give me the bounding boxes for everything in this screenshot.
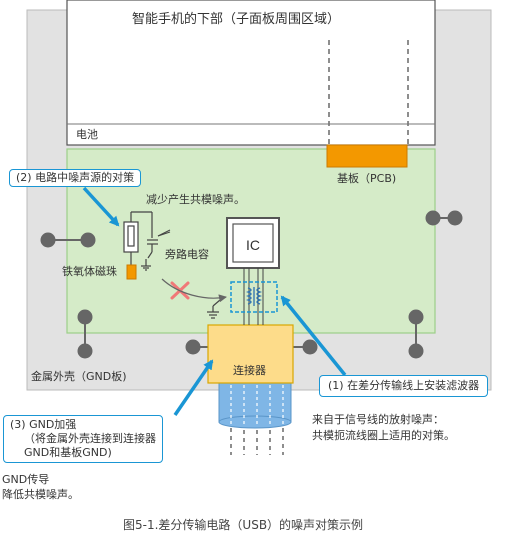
gnd-node	[408, 343, 424, 359]
callout-gnd-line-3: GND和基板GND)	[24, 446, 112, 459]
substrate-tab	[326, 144, 408, 168]
callout-noise-source: (2) 电路中噪声源的对策	[9, 169, 142, 187]
callout-filter-text: (1) 在差分传输线上安装滤波器	[328, 379, 480, 392]
phone-bottom-title: 智能手机的下部（子面板周围区域）	[132, 12, 341, 27]
callout-gnd-line-1: (3) GND加强	[10, 418, 77, 431]
ferrite-bead-body	[126, 264, 137, 280]
shell-label: 金属外壳（GND板)	[31, 370, 127, 383]
callout-gnd-strengthen: (3) GND加强 （将金属外壳连接到连接器 GND和基板GND)	[3, 415, 163, 463]
substrate-label: 基板（PCB)	[337, 172, 397, 185]
gnd-node	[80, 232, 96, 248]
connector-label: 连接器	[233, 364, 266, 377]
figure-caption: 图5-1.差分传输电路（USB）的噪声对策示例	[123, 518, 364, 532]
bypass-cap-label: 旁路电容	[165, 248, 209, 261]
gnd-node	[40, 232, 56, 248]
radiation-note-1: 来自于信号线的放射噪声：	[312, 413, 444, 426]
gnd-conduction-2: 降低共模噪声。	[2, 488, 79, 501]
noise-source-circuit	[123, 211, 158, 271]
gnd-node	[447, 210, 463, 226]
connector-box	[207, 324, 294, 384]
battery-label: 电池	[76, 128, 98, 141]
gnd-connections	[40, 210, 463, 359]
gnd-node	[77, 343, 93, 359]
gnd-node	[425, 210, 441, 226]
cable-wires	[230, 428, 284, 455]
callout-gnd-line-2: （将金属外壳连接到连接器	[24, 432, 156, 445]
phone-bottom-area	[66, 0, 436, 146]
gnd-node	[408, 309, 424, 325]
ic-chip	[226, 217, 280, 269]
callout-arrow-noise-source	[82, 186, 120, 227]
gnd-node	[302, 339, 318, 355]
usb-cable	[218, 379, 292, 429]
noise-path-arrow	[161, 278, 227, 303]
gnd-node	[77, 309, 93, 325]
gnd-conduction-1: GND传导	[2, 473, 50, 486]
callout-filter: (1) 在差分传输线上安装滤波器	[319, 375, 489, 397]
radiation-note-2: 共模扼流线圈上适用的对策。	[312, 429, 455, 442]
callout-arrow-gnd	[173, 359, 214, 416]
ic-label: IC	[246, 237, 260, 253]
choke-filter-box	[230, 281, 278, 313]
callout-noise-source-text: (2) 电路中噪声源的对策	[16, 171, 135, 184]
callout-arrow-filter	[280, 295, 347, 377]
reduce-common-mode-text: 减少产生共模噪声。	[146, 193, 245, 206]
ferrite-label: 铁氧体磁珠	[62, 265, 117, 278]
common-mode-choke-icon	[245, 287, 263, 306]
gnd-node	[185, 339, 201, 355]
